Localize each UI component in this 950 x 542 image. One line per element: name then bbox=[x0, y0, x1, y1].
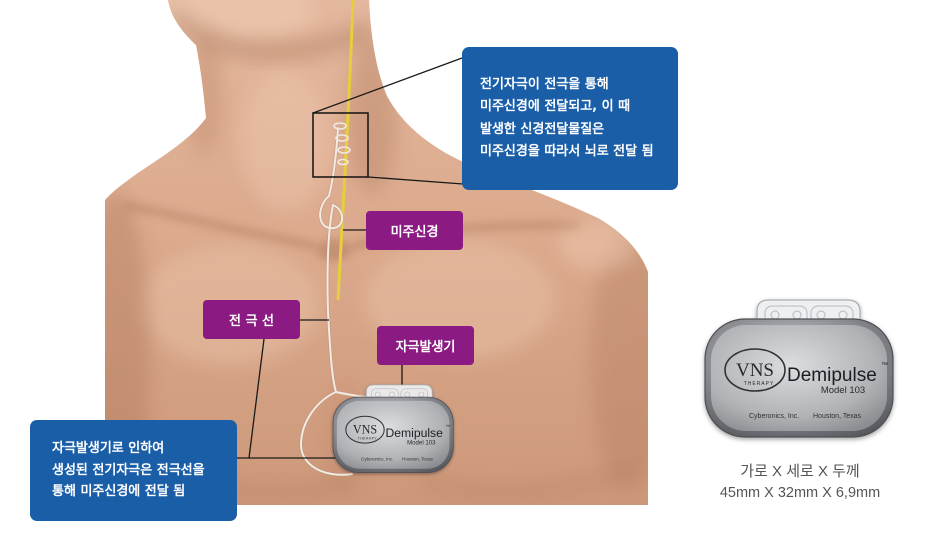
dimension-values: 45mm X 32mm X 6,9mm bbox=[719, 485, 881, 501]
callout-generator-explanation: 자극발생기로 인하여 생성된 전기자극은 전극선을 통해 미주신경에 전달 됨 bbox=[30, 420, 237, 521]
label-lead-wire: 전 극 선 bbox=[203, 300, 300, 339]
device-face bbox=[711, 325, 887, 431]
callout-line: 생성된 전기자극은 전극선을 bbox=[52, 462, 205, 478]
dimension-caption: 가로 X 세로 X 두께 bbox=[740, 463, 860, 480]
callout-leader-upper bbox=[312, 57, 463, 114]
callout-line: 자극발생기로 인하여 bbox=[52, 441, 165, 457]
callout-line: 미주신경을 따라서 뇌로 전달 됨 bbox=[480, 144, 654, 159]
callout-line: 통해 미주신경에 전달 됨 bbox=[52, 484, 186, 500]
model-number: Model 103 bbox=[821, 385, 865, 396]
callout-line: 발생한 신경전달물질은 bbox=[480, 121, 605, 137]
vns-logo-ring bbox=[345, 415, 385, 444]
electrode-coils bbox=[333, 122, 351, 166]
callout-line: 전기자극이 전극을 통해 bbox=[480, 76, 609, 92]
vagus-nerve-line bbox=[336, 0, 355, 301]
product-pulse-generator: VNS THERAPY Demipulse ™ Model 103 Cybero… bbox=[704, 299, 894, 438]
label-pulse-generator: 자극발생기 bbox=[377, 326, 474, 365]
vns-logo-ring bbox=[724, 348, 786, 392]
callout-electrode-explanation: 전기자극이 전극을 통해 미주신경에 전달되고, 이 때 발생한 신경전달물질은… bbox=[462, 47, 678, 190]
device-face bbox=[336, 400, 450, 469]
vns-logo-text: VNS bbox=[736, 360, 774, 381]
manufacturer: Cyberonics, Inc. bbox=[361, 456, 393, 461]
trademark: ™ bbox=[446, 424, 450, 429]
vns-logo-subtext: THERAPY bbox=[358, 436, 378, 440]
vns-logo-text: VNS bbox=[353, 423, 377, 437]
callout-leader-lower bbox=[367, 176, 464, 185]
vns-logo-subtext: THERAPY bbox=[744, 381, 775, 387]
label-vagus-nerve: 미주신경 bbox=[366, 211, 463, 250]
brand-name: Demipulse bbox=[787, 365, 877, 386]
model-number: Model 103 bbox=[407, 439, 436, 446]
electrode-zoom-box bbox=[312, 112, 369, 178]
callout-line: 미주신경에 전달되고, 이 때 bbox=[480, 99, 631, 114]
trademark: ™ bbox=[881, 362, 888, 369]
manufacturer-location: Houston, Texas bbox=[813, 413, 862, 420]
manufacturer-location: Houston, Texas bbox=[402, 456, 433, 461]
brand-name: Demipulse bbox=[385, 426, 443, 440]
lead-label-drop-line bbox=[248, 338, 265, 459]
implanted-pulse-generator: VNS THERAPY Demipulse ™ Model 103 Cybero… bbox=[332, 384, 454, 473]
manufacturer: Cyberonics, Inc. bbox=[749, 413, 799, 420]
